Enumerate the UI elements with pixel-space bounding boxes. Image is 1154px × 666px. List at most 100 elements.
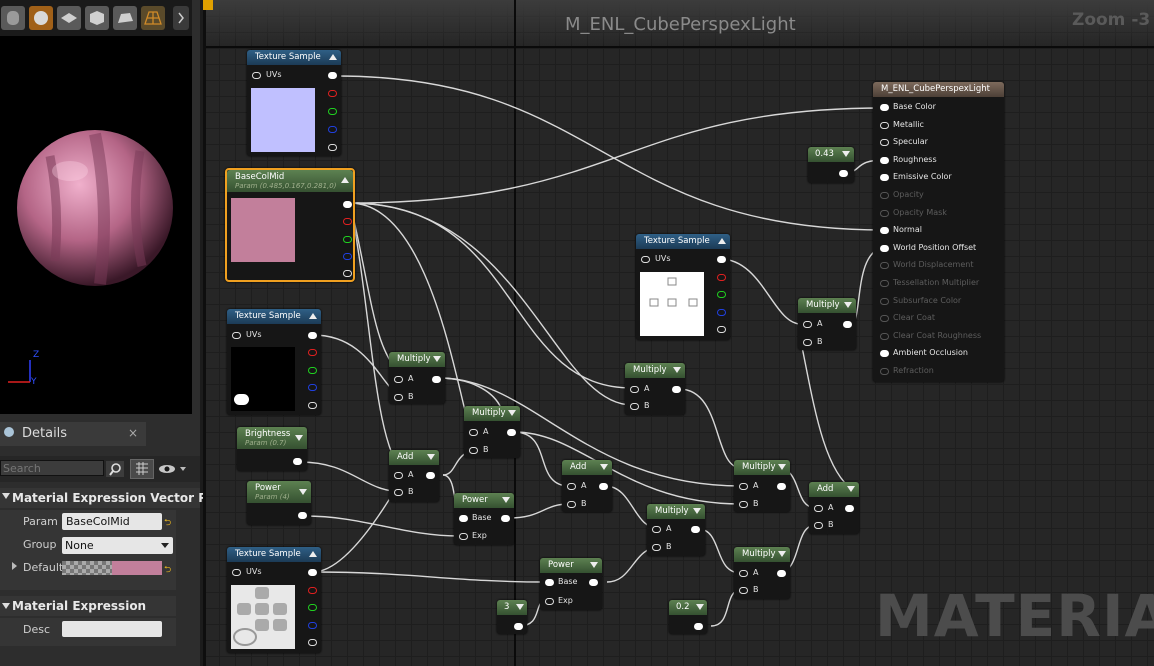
output-pin[interactable] bbox=[845, 505, 854, 512]
constant-node[interactable]: 3 bbox=[497, 600, 527, 634]
power-node[interactable]: Power Base Exp bbox=[540, 558, 602, 610]
section-header-material-expression[interactable]: Material Expression bbox=[0, 596, 176, 616]
a-input-pin[interactable] bbox=[394, 472, 403, 479]
base-input-pin[interactable] bbox=[545, 579, 554, 586]
input-pin[interactable] bbox=[880, 156, 889, 164]
expand-arrow-icon[interactable] bbox=[433, 356, 441, 362]
details-tab[interactable]: Details × bbox=[0, 422, 146, 446]
output-pin[interactable] bbox=[777, 483, 786, 490]
expand-arrow-icon[interactable] bbox=[295, 435, 303, 441]
input-pin[interactable] bbox=[880, 104, 889, 111]
output-pin[interactable] bbox=[501, 515, 510, 522]
a-input-pin[interactable] bbox=[394, 376, 403, 383]
search-icon[interactable] bbox=[106, 461, 124, 477]
output-pin[interactable] bbox=[839, 170, 848, 177]
g-output-pin[interactable] bbox=[308, 604, 317, 611]
close-icon[interactable]: × bbox=[128, 426, 139, 440]
multiply-node[interactable]: Multiply A B bbox=[647, 504, 705, 556]
add-node[interactable]: Add A B bbox=[389, 450, 439, 502]
add-node[interactable]: Add A B bbox=[562, 460, 612, 512]
input-pin[interactable] bbox=[880, 368, 889, 375]
input-pin[interactable] bbox=[880, 280, 889, 287]
uvs-input-pin[interactable] bbox=[641, 256, 650, 263]
a-output-pin[interactable] bbox=[717, 326, 726, 333]
power-node[interactable]: Power Base Exp bbox=[454, 493, 514, 545]
output-pin[interactable] bbox=[843, 321, 852, 328]
a-input-pin[interactable] bbox=[739, 570, 748, 577]
base-input-pin[interactable] bbox=[459, 515, 468, 522]
input-pin[interactable] bbox=[880, 244, 889, 252]
texture-sample-node[interactable]: Texture Sample UVs bbox=[227, 547, 321, 653]
b-input-pin[interactable] bbox=[739, 501, 748, 508]
input-pin[interactable] bbox=[880, 350, 889, 358]
expand-arrow-icon[interactable] bbox=[427, 454, 435, 460]
material-graph-canvas[interactable]: M_ENL_CubePerspexLight Zoom -3 MATERIAL bbox=[203, 0, 1154, 666]
expand-arrow-icon[interactable] bbox=[502, 497, 510, 503]
input-pin[interactable] bbox=[880, 121, 889, 129]
a-input-pin[interactable] bbox=[739, 483, 748, 490]
input-pin[interactable] bbox=[880, 315, 889, 323]
collapse-arrow-icon[interactable] bbox=[309, 551, 317, 557]
expand-arrow-icon[interactable] bbox=[508, 410, 516, 416]
a-input-pin[interactable] bbox=[652, 526, 661, 533]
mesh-icon[interactable] bbox=[113, 6, 137, 30]
constant-node[interactable]: 0.43 bbox=[808, 147, 854, 183]
output-pin[interactable] bbox=[293, 458, 302, 465]
cylinder-icon[interactable] bbox=[1, 6, 25, 30]
details-search-input[interactable] bbox=[0, 460, 104, 476]
reset-arrow-icon[interactable]: ⮌ bbox=[164, 518, 172, 528]
g-output-pin[interactable] bbox=[717, 291, 726, 298]
add-node[interactable]: Add A B bbox=[809, 482, 859, 534]
section-header-vector-param[interactable]: Material Expression Vector P bbox=[0, 488, 207, 508]
b-input-pin[interactable] bbox=[394, 489, 403, 496]
preview-viewport[interactable]: Z Y bbox=[0, 36, 192, 414]
expand-arrow-icon[interactable] bbox=[778, 464, 786, 470]
power-param-node[interactable]: Power Param (4) bbox=[247, 481, 311, 525]
collapse-arrow-icon[interactable] bbox=[329, 54, 337, 60]
uvs-input-pin[interactable] bbox=[232, 569, 241, 576]
rgb-output-pin[interactable] bbox=[308, 569, 317, 576]
expand-arrow-icon[interactable] bbox=[673, 367, 681, 373]
constant-node[interactable]: 0.2 bbox=[669, 600, 707, 634]
cube-icon[interactable] bbox=[85, 6, 109, 30]
param-field[interactable]: BaseColMid bbox=[62, 513, 162, 530]
b-output-pin[interactable] bbox=[343, 253, 352, 260]
collapse-arrow-icon[interactable] bbox=[309, 313, 317, 319]
expand-arrow-icon[interactable] bbox=[600, 464, 608, 470]
texture-sample-node[interactable]: Texture Sample UVs bbox=[227, 309, 321, 415]
expand-arrow-icon[interactable] bbox=[590, 562, 598, 568]
sphere-icon[interactable] bbox=[29, 6, 53, 30]
rgb-output-pin[interactable] bbox=[717, 256, 726, 263]
basecolmid-param-node[interactable]: BaseColMid Param (0.485,0.167,0.281,0) bbox=[225, 168, 355, 282]
b-input-pin[interactable] bbox=[394, 394, 403, 401]
output-pin[interactable] bbox=[777, 570, 786, 577]
multiply-node[interactable]: Multiply A B bbox=[625, 363, 685, 415]
b-input-pin[interactable] bbox=[814, 522, 823, 529]
expand-chevron-icon[interactable] bbox=[173, 6, 189, 30]
a-input-pin[interactable] bbox=[630, 386, 639, 393]
output-pin[interactable] bbox=[426, 472, 435, 479]
multiply-node[interactable]: Multiply A B bbox=[389, 352, 445, 404]
grid-view-icon[interactable] bbox=[130, 459, 154, 479]
b-output-pin[interactable] bbox=[328, 126, 337, 133]
eye-icon[interactable] bbox=[158, 461, 188, 477]
input-pin[interactable] bbox=[880, 192, 889, 199]
exp-input-pin[interactable] bbox=[459, 533, 468, 540]
a-output-pin[interactable] bbox=[328, 144, 337, 151]
b-input-pin[interactable] bbox=[652, 544, 661, 551]
collapse-arrow-icon[interactable] bbox=[341, 177, 349, 183]
g-output-pin[interactable] bbox=[343, 236, 352, 243]
a-output-pin[interactable] bbox=[343, 270, 352, 277]
collapse-arrow-icon[interactable] bbox=[718, 238, 726, 244]
output-pin[interactable] bbox=[589, 579, 598, 586]
exp-input-pin[interactable] bbox=[545, 598, 554, 605]
expand-arrow-icon[interactable] bbox=[693, 508, 701, 514]
multiply-node[interactable]: Multiply A B bbox=[798, 298, 856, 350]
expand-arrow-icon[interactable] bbox=[516, 604, 524, 610]
g-output-pin[interactable] bbox=[308, 367, 317, 374]
rgb-output-pin[interactable] bbox=[328, 72, 337, 79]
grid-floor-icon[interactable] bbox=[141, 6, 165, 30]
expand-arrow-icon[interactable] bbox=[844, 302, 852, 308]
output-pin[interactable] bbox=[507, 429, 516, 436]
